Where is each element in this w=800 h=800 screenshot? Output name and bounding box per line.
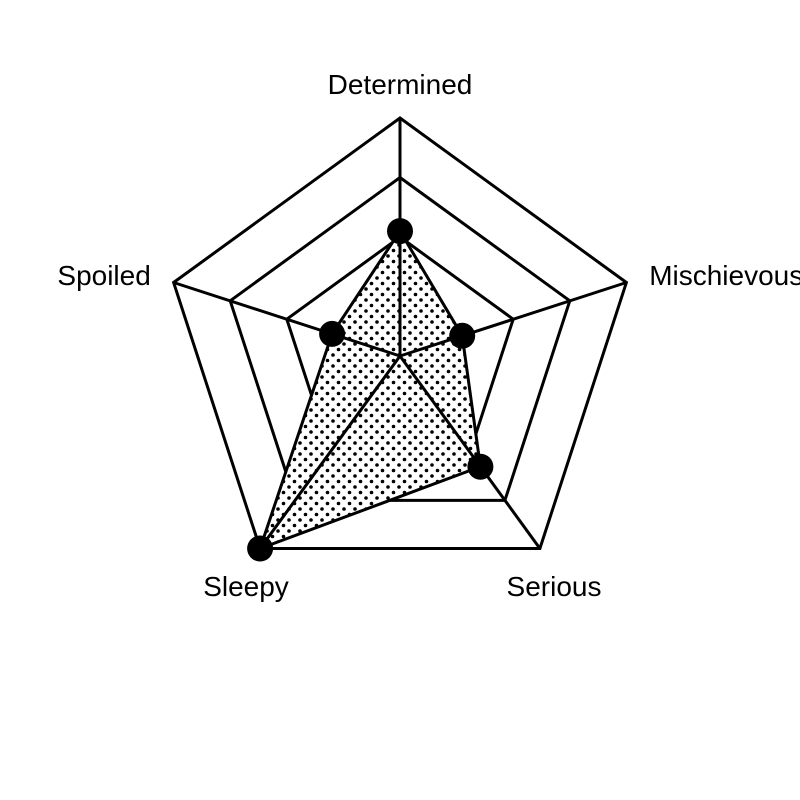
- data-points: [247, 218, 494, 562]
- axis-label-serious: Serious: [507, 571, 602, 602]
- grid-ring-4: [171, 116, 629, 550]
- axis-label-spoiled: Spoiled: [57, 260, 150, 291]
- spoke-serious: [398, 355, 542, 550]
- data-point-determined: [387, 218, 413, 245]
- grid-ring-3: [228, 175, 572, 502]
- data-area: [257, 228, 483, 551]
- spoke-spoiled: [173, 281, 401, 358]
- axis-label-mischievous: Mischievous: [649, 260, 800, 291]
- spoke-mischievous: [399, 281, 627, 358]
- radar-spokes: [173, 118, 627, 550]
- axis-label-determined: Determined: [328, 69, 473, 100]
- data-area-group: [257, 228, 483, 551]
- spoke-sleepy: [258, 355, 402, 550]
- axis-label-sleepy: Sleepy: [203, 571, 289, 602]
- data-point-serious: [467, 453, 494, 480]
- data-point-spoiled: [319, 320, 346, 347]
- data-point-sleepy: [247, 535, 274, 562]
- data-point-mischievous: [449, 322, 476, 349]
